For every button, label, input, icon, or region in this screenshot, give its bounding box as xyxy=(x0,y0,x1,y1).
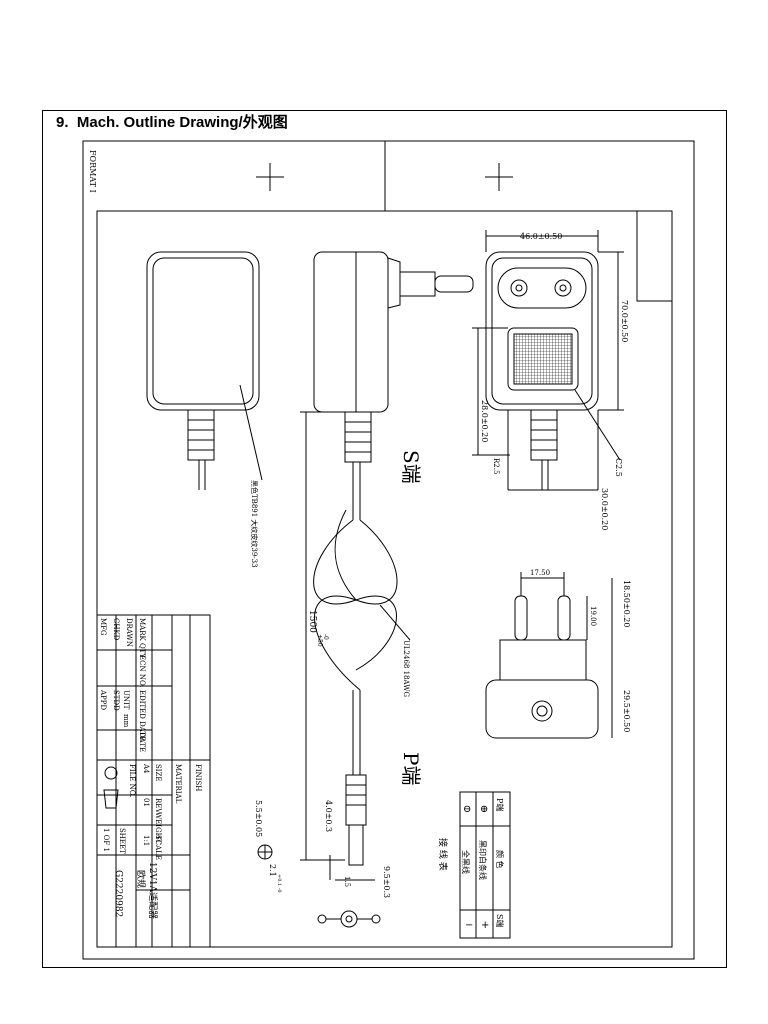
section-number: 9. xyxy=(56,114,69,131)
tb-sheet-val: 1 OF 1 xyxy=(102,828,110,852)
dim-width: 46.0±0.50 xyxy=(520,232,562,241)
wiring-table-title: 接 线 表 xyxy=(437,838,449,871)
company-logo xyxy=(103,766,119,809)
dim-pin-spacing: 17.50 xyxy=(530,569,550,577)
format-label: FORMAT I xyxy=(88,150,97,193)
tb-finish: FINISH xyxy=(194,764,202,791)
wiring-row1-color: 黑印白条线 xyxy=(478,840,488,880)
wiring-row1-p: ⊕ xyxy=(480,804,488,815)
dim-plug-id: 2.1 xyxy=(268,864,277,877)
tb-scale-val: 1:1 xyxy=(142,835,150,846)
adapter-left-view xyxy=(146,251,263,490)
dc-plug-end-view xyxy=(257,844,381,928)
tb-product-sub: 欧规 xyxy=(135,870,147,888)
tb-date: DATE xyxy=(138,732,146,752)
wiring-row2-p: ⊖ xyxy=(463,804,471,815)
sheet-border xyxy=(82,140,695,960)
tb-stdd: STDD xyxy=(112,690,120,711)
dim-cable-tol-lower: -0 xyxy=(322,634,329,640)
wiring-row2-s: − xyxy=(465,920,473,931)
section-heading: 9. Mach. Outline Drawing/外观图 xyxy=(56,111,288,132)
dim-height: 70.0±0.50 xyxy=(620,300,629,342)
tb-file-no: FILE NO. xyxy=(128,764,136,797)
tb-ecn-no: ECN NO. xyxy=(138,655,146,688)
tb-size: SIZE xyxy=(154,764,162,782)
plug-side-view xyxy=(485,572,613,739)
tb-material: MATERIAL xyxy=(174,764,182,804)
dim-plug-od: 5.5±0.05 xyxy=(254,800,263,837)
tb-rev: REV xyxy=(154,798,162,814)
dim-radius-a: R2.5 xyxy=(492,458,500,474)
tb-chkd: CHKD xyxy=(112,618,120,641)
s-end-label: S端 xyxy=(399,450,423,484)
cable-spec: UL2468 18AWG xyxy=(402,640,410,697)
dim-cable-tol-upper: +50 xyxy=(316,634,323,647)
wiring-header-color: 颜 色 xyxy=(495,850,505,869)
adapter-front-view xyxy=(472,230,624,491)
dim-pin-height: 19.00 xyxy=(589,606,597,626)
tb-appd: APPD xyxy=(99,689,107,710)
dim-body-depth: 29.5±0.50 xyxy=(622,690,631,732)
dim-plug-len-a: 4.0±0.3 xyxy=(324,800,333,832)
tb-size-val: A4 xyxy=(142,763,150,774)
tb-unit: UNIT xyxy=(122,690,130,710)
tb-drawing-no: G2220982 xyxy=(113,870,123,917)
dim-plug-len-b: 9.5±0.3 xyxy=(382,866,391,898)
dim-radius-b: C2.5 xyxy=(614,458,623,477)
tb-edited-date: EDITED DATE xyxy=(138,690,146,741)
tb-drawn: DRAWN xyxy=(125,618,133,647)
tb-sheet: SHEET xyxy=(118,828,126,854)
dim-grille-depth: 28.0±0.20 xyxy=(480,400,489,442)
tb-weight: WEIGHT xyxy=(154,812,162,844)
adapter-side-view xyxy=(300,251,474,866)
tb-unit-val: mm xyxy=(122,714,130,728)
section-title: Mach. Outline Drawing/外观图 xyxy=(76,114,288,131)
inner-border xyxy=(96,210,673,948)
tb-scale: SCALE xyxy=(154,835,162,860)
dim-cable-length: 1500 xyxy=(307,610,317,633)
wiring-header-p: P端 xyxy=(495,798,505,811)
wiring-row1-s: + xyxy=(481,920,489,931)
tb-mark-qty: MARK QTY xyxy=(138,618,146,658)
dim-plug-len-c: 1.5 xyxy=(343,876,351,887)
p-end-label: P端 xyxy=(399,752,423,785)
tb-mfg: MFG xyxy=(99,618,107,636)
dim-strain-relief: 30.0±0.20 xyxy=(600,488,609,530)
label-note: 黑色TB891 大纹皮纹39-33 xyxy=(250,480,259,568)
wiring-header-s: S端 xyxy=(495,914,505,927)
title-block-grid xyxy=(96,614,211,948)
dim-plug-id-tol: +0.1 -0 xyxy=(276,874,282,893)
wiring-table-grid xyxy=(459,791,511,939)
tb-rev-val: 01 xyxy=(142,798,150,807)
wiring-row2-color: 全黑线 xyxy=(461,850,471,874)
document-frame xyxy=(42,110,727,968)
tb-product-name: 12V1A适配器 xyxy=(147,862,158,919)
dim-pin-total: 18.50±0.20 xyxy=(622,580,631,627)
